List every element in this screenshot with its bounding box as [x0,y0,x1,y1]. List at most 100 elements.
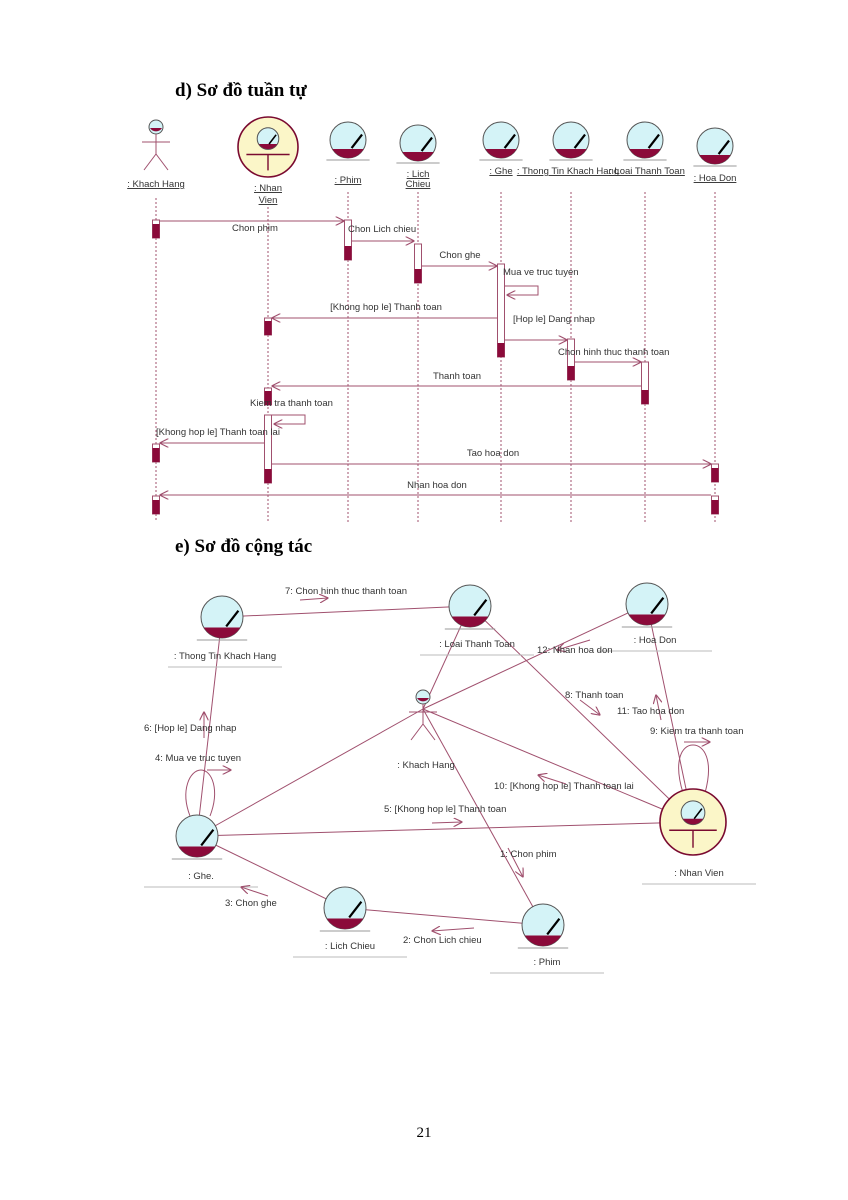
entity-fill [699,155,731,164]
seq-entity-icon [479,121,523,161]
seq-entity-icon [693,127,737,167]
control-inner-fill [258,144,278,150]
collab-object-lc: : Lich Chieu [293,886,407,958]
collab-message-label: 7: Chon hinh thuc thanh toan [285,586,407,597]
activation-end [567,366,575,380]
collab-entity-icon [196,595,248,641]
collab-message-5: 5: [Khong hop le] Thanh toan [384,804,506,823]
seq-message-9: Kiem tra thanh toan [250,398,333,424]
collab-message-label: 2: Chon Lich chieu [403,935,482,946]
seq-message-label: Mua ve truc tuyen [503,267,579,278]
activation-end [497,343,505,357]
collab-object-label: : Lich Chieu [325,941,375,952]
entity-slash [348,901,363,919]
collab-link-ltt-nv [469,605,694,823]
collab-object-label: : Loai Thanh Toan [439,639,515,650]
collab-object-label: : Thong Tin Khach Hang [174,651,276,662]
collab-message-arrow [241,887,269,897]
collab-message-label: 9: Kiem tra thanh toan [650,726,743,737]
collab-message-label: 12: Nhan hoa don [537,645,613,656]
seq-control-icon [237,116,299,178]
entity-fill [485,149,517,158]
seq-object-7: : Loai Thanh Toan [609,121,685,522]
entity-fill [326,918,364,929]
seq-object-label: : Phim [335,175,362,186]
seq-message-label: Thanh toan [433,371,481,382]
collab-message-arrow [431,822,462,823]
activation-end [641,390,649,404]
activation-end [264,469,272,483]
actor-head [148,119,164,135]
seq-message-8: Thanh toan [272,371,641,386]
actor-head-fill [150,128,162,132]
collab-link-kh-ghe [196,708,424,837]
collab-message-label: 4: Mua ve truc tuyen [155,753,241,764]
collab-message-label: 1: Chon phim [500,849,557,860]
collab-object-label: : Nhan Vien [674,868,723,879]
activation-end [152,500,160,514]
collab-message-12: 12: Nhan hoa don [537,639,613,656]
collab-message-label: 5: [Khong hop le] Thanh toan [384,804,506,815]
entity-slash [350,133,363,149]
entity-fill [524,935,562,946]
seq-message-label: [Hop le] Dang nhap [513,314,595,325]
collab-message-arrow [579,699,600,715]
collaboration-diagram: : Thong Tin Khach Hang : Loai Thanh Toan:… [144,582,756,974]
seq-message-label: Tao hoa don [467,448,519,459]
entity-fill [332,149,364,159]
collab-object-label: : Hoa Don [634,635,677,646]
seq-entity-icon [326,121,370,161]
collab-message-6: 6: [Hop le] Dang nhap [144,712,236,738]
seq-message-7: Chon hinh thuc thanh toan [558,347,669,362]
collab-link-ttkh-ltt [221,605,471,618]
collab-link-kh-nv [422,708,694,823]
page-number: 21 [416,1125,432,1141]
seq-message-4: Mua ve truc tuyen [503,267,579,295]
collab-entity-icon [444,584,496,630]
collab-message-2: 2: Chon Lich chieu [403,928,482,946]
seq-object-label: : Ghe [489,166,512,177]
collaboration-diagram-title: e) Sơ đồ cộng tác [175,536,313,557]
collab-actor-icon [409,689,437,741]
seq-message-1: Chon phim [160,221,344,234]
collab-link-hd-kh [422,603,648,710]
entity-slash [503,133,516,149]
collab-object-label: : Khach Hang [397,760,455,771]
collab-object-label: : Phim [534,957,561,968]
seq-object-label: Chieu [406,179,431,190]
seq-object-label: : Lich [407,169,430,180]
seq-message-label: Chon phim [232,223,278,234]
collab-message-arrow [538,775,567,785]
collab-control-icon [659,788,727,856]
seq-entity-icon [396,124,440,164]
collab-entity-icon [319,886,371,932]
collab-object-nv: : Nhan Vien [642,788,756,885]
collab-message-8: 8: Thanh toan [565,690,623,715]
seq-message-label: Chon hinh thuc thanh toan [558,347,669,358]
entity-fill [203,627,241,638]
collab-object-hd: : Hoa Don [598,582,712,652]
seq-message-11: Tao hoa don [272,448,711,464]
collab-message-arrow [557,639,591,650]
collab-link-ghe-nv [196,821,694,837]
seq-message-6: [Hop le] Dang nhap [505,314,595,340]
entity-slash [573,133,586,149]
actor-leg-left [143,153,157,171]
seq-message-2: Chon Lich chieu [348,224,416,241]
collab-message-arrow [299,598,328,600]
entity-fill [555,149,587,158]
seq-message-label: Chon ghe [439,250,480,261]
activation-end [264,321,272,335]
collab-message-9: 9: Kiem tra thanh toan [650,726,743,742]
entity-slash [546,918,561,936]
actor-leg-right [155,153,169,171]
seq-message-label: [Khong hop le] Thanh toan lai [156,427,280,438]
entity-slash [647,133,660,149]
collab-link-hd-nv [646,603,694,823]
collab-object-label: : Ghe. [188,871,214,882]
collab-link-ghe-lc [196,835,346,909]
collab-object-ghe: : Ghe. [144,814,258,888]
collab-message-1: 1: Chon phim [500,847,557,877]
